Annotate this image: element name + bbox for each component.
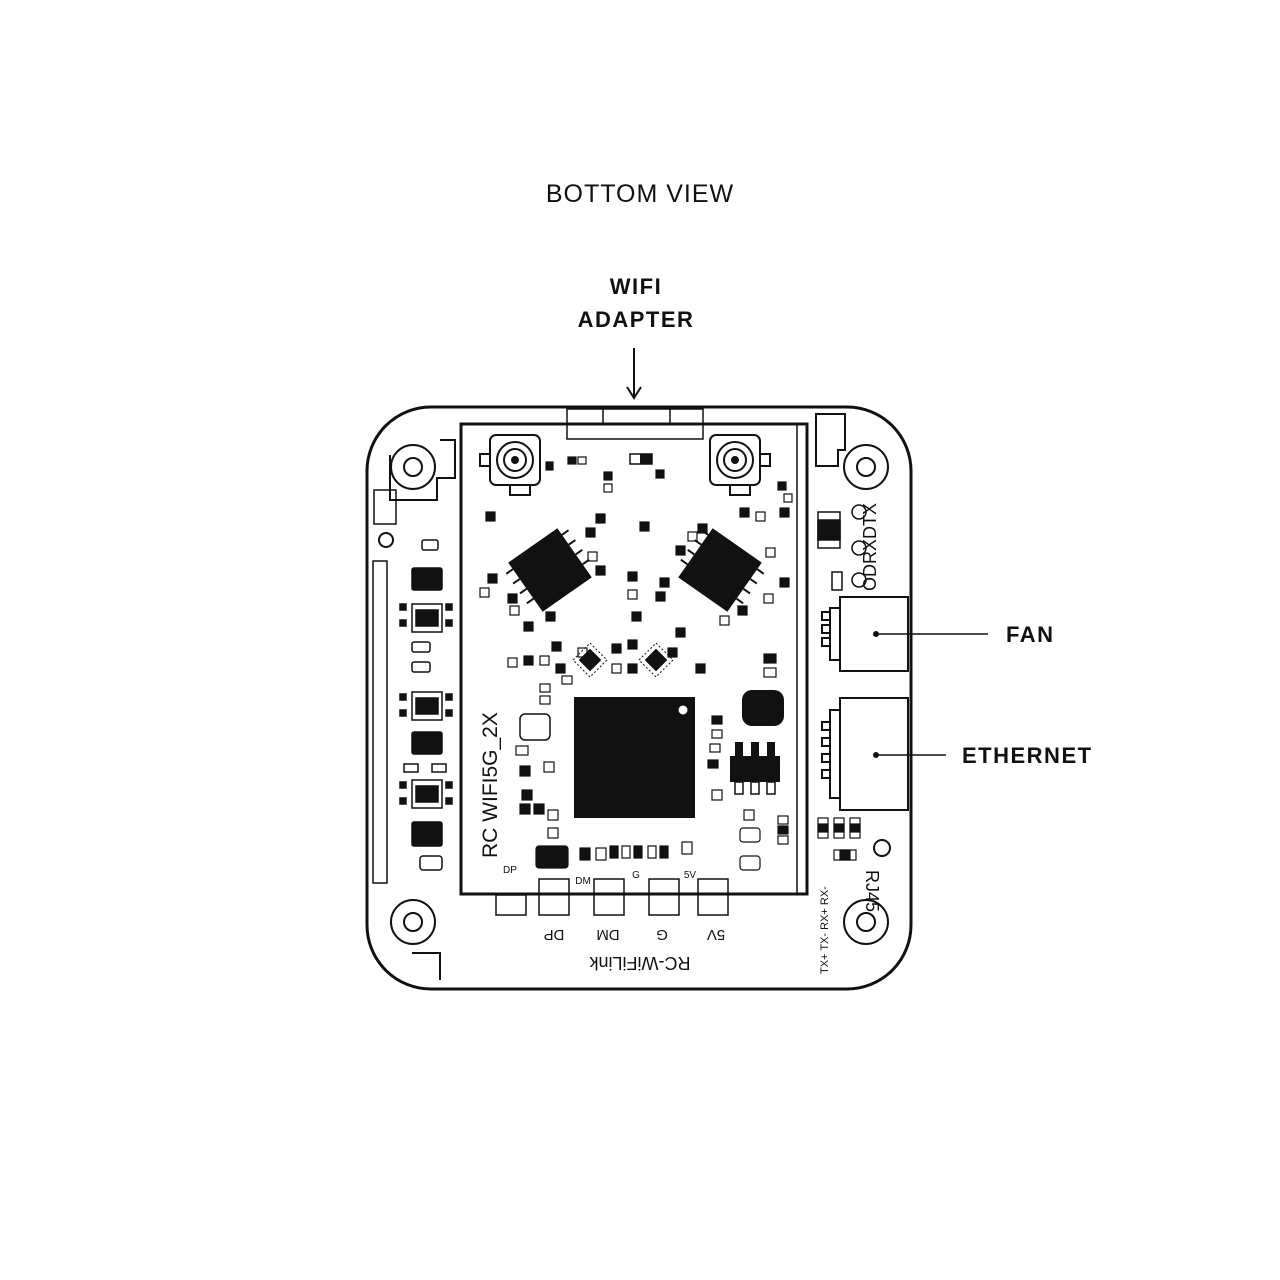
- mounting-hole-bottom-right: [843, 899, 889, 945]
- board-name-silkscreen: RC-WiFiLink: [589, 953, 691, 973]
- rj45-passives: [817, 817, 891, 861]
- usb-pin-g: G: [656, 926, 668, 943]
- wifi-adapter-label-line2: ADAPTER: [578, 307, 695, 332]
- usb-pin-module-g: G: [632, 870, 640, 881]
- mounting-hole-top-right: [815, 413, 889, 490]
- usb-pin-module-dm: DM: [575, 876, 591, 887]
- mounting-hole-top-left: [389, 439, 456, 501]
- fan-label: FAN: [1006, 622, 1055, 647]
- module-silkscreen: RC WIFI5G_2X: [479, 712, 502, 858]
- pad-left-top: [373, 489, 397, 525]
- uart-header: [817, 504, 867, 591]
- mounting-hole-bottom-left: [390, 899, 441, 980]
- uart-silkscreen: ODRXDTX: [860, 503, 880, 591]
- wifi-module-inner-edge: [796, 423, 808, 895]
- wifi-adapter-connector: [566, 408, 704, 440]
- module-passives: [479, 456, 793, 871]
- wifi-adapter-callout: WIFI ADAPTER: [578, 274, 695, 400]
- rj45-silkscreen: RJ45: [862, 870, 882, 912]
- usb-pin-module-dp: DP: [503, 865, 517, 876]
- via-left: [378, 532, 394, 548]
- qfn-left: [572, 642, 608, 678]
- antenna-connector-left: [479, 434, 541, 496]
- usb-pins-module: DP DM G 5V: [503, 865, 696, 887]
- usb-pin-module-5v: 5V: [684, 870, 697, 881]
- usb-pins-bottom: DP DM G 5V: [544, 926, 726, 943]
- soc-pin1-marker: [677, 704, 689, 716]
- wifi-adapter-arrowhead: [626, 386, 642, 400]
- usb-pin-dp: DP: [544, 926, 565, 943]
- usb-pin-5v: 5V: [707, 926, 725, 943]
- left-components: [399, 539, 453, 871]
- ethernet-connector: [821, 697, 909, 811]
- antenna-connector-right: [709, 434, 771, 496]
- ethernet-label: ETHERNET: [962, 743, 1093, 768]
- inductor: [742, 690, 784, 726]
- main-soc: [574, 697, 695, 818]
- led-indicator-body: [640, 454, 652, 464]
- wifi-adapter-label-line1: WIFI: [610, 274, 662, 299]
- qfn-right: [638, 642, 674, 678]
- usb-pads: [495, 878, 729, 916]
- edge-strip-left: [372, 560, 388, 884]
- rj45-pins-silkscreen: TX+ TX- RX+ RX-: [819, 886, 831, 974]
- crystal: [519, 713, 551, 741]
- usb-pin-dm: DM: [596, 926, 619, 943]
- rf-chip-left: [505, 528, 592, 612]
- view-title: BOTTOM VIEW: [546, 180, 734, 208]
